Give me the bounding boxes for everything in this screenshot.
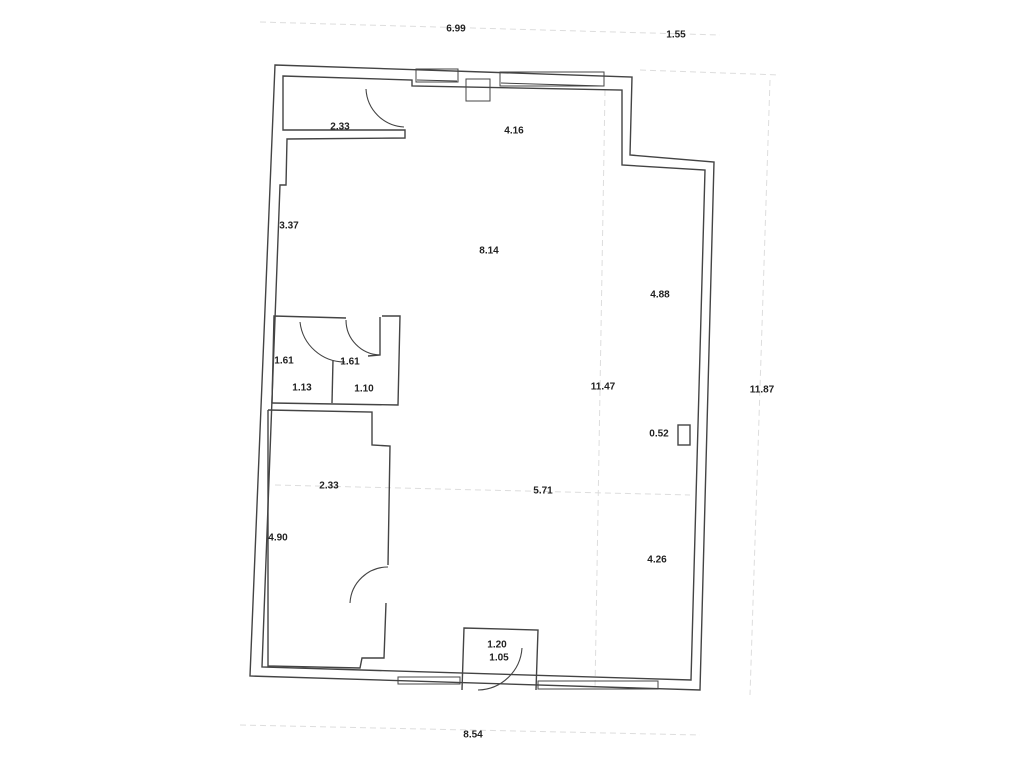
inner-wall: [261, 75, 706, 681]
hall-top: 4.16: [504, 125, 524, 137]
pillar: 0.52: [649, 428, 669, 440]
right-lower: 4.26: [647, 554, 667, 566]
right-upper: 4.88: [650, 289, 670, 301]
vestibule-depth: 1.05: [489, 652, 509, 664]
dim-top-right: 1.55: [666, 29, 686, 41]
storage-width: 2.33: [330, 121, 350, 133]
dimension-lines: [239, 21, 781, 736]
left-wall-segment: 3.37: [279, 220, 299, 232]
left-room-width: 2.33: [319, 480, 339, 492]
wc1-depth: 1.61: [274, 355, 294, 367]
wc2-depth: 1.61: [340, 356, 360, 368]
left-room-walls: [267, 409, 391, 669]
windows: [397, 68, 659, 690]
wc2-width: 1.10: [354, 383, 374, 395]
main-width: 8.14: [479, 245, 499, 257]
outer-wall: [249, 64, 715, 691]
left-room-length: 4.90: [268, 532, 288, 544]
door-swings: [299, 88, 523, 691]
main-length: 11.47: [590, 381, 616, 393]
lower-width: 5.71: [533, 485, 553, 497]
dim-top-overall: 6.99: [446, 23, 466, 35]
dim-right-overall: 11.87: [749, 384, 775, 396]
vestibule-walls: [461, 424, 691, 691]
wc1-width: 1.13: [292, 382, 312, 394]
dim-bottom-overall: 8.54: [463, 729, 483, 741]
vestibule-width: 1.20: [487, 639, 507, 651]
